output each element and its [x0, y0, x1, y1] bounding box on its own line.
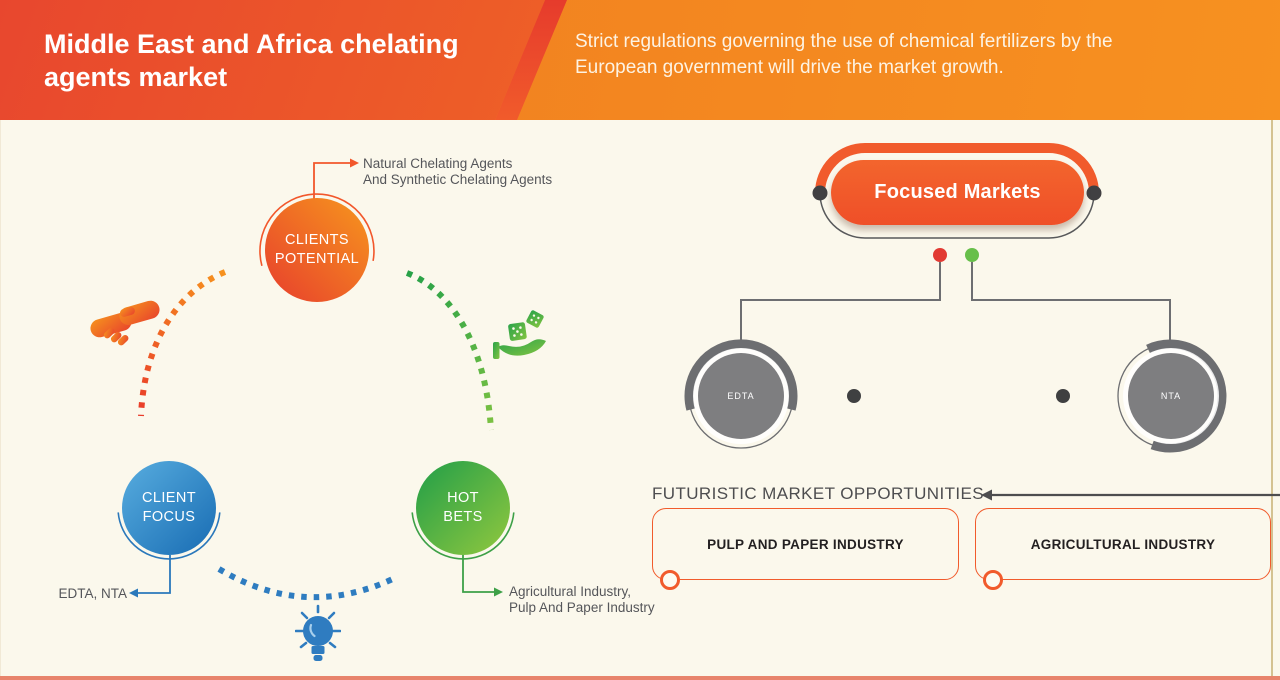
capsule-left-dot	[812, 185, 828, 201]
dice-hand-icon	[493, 310, 546, 359]
client-focus-arrowhead	[129, 588, 138, 598]
mid-dot-left	[847, 389, 861, 403]
edta-branch-line	[740, 262, 941, 342]
opportunity-corner-ring-1	[660, 570, 680, 590]
lightbulb-icon	[295, 604, 341, 661]
hot-bets-label: HOT BETS	[443, 490, 483, 525]
client-focus-connector	[138, 555, 171, 594]
opportunity-corner-ring-2	[983, 570, 1003, 590]
client-focus-label: CLIENT FOCUS	[142, 490, 196, 525]
hot-bets-connector	[462, 555, 494, 593]
nta-thick-arc	[1146, 339, 1227, 453]
diagram-canvas: CLIENTS POTENTIAL CLIENT FOCUS HOT BETS …	[0, 120, 1280, 676]
header-left-gradient	[0, 0, 545, 120]
client-focus-node: CLIENT FOCUS	[122, 461, 216, 555]
focused-markets-button: Focused Markets	[831, 160, 1084, 225]
capsule-right-dot	[1086, 185, 1102, 201]
hot-bets-node: HOT BETS	[416, 461, 510, 555]
blue-dotted-arc	[217, 566, 399, 601]
hot-bets-annotation: Agricultural Industry, Pulp And Paper In…	[509, 584, 655, 615]
opportunity-box-agricultural: AGRICULTURAL INDUSTRY	[975, 508, 1271, 580]
green-branch-dot	[965, 248, 979, 262]
page-subtitle: Strict regulations governing the use of …	[575, 31, 1113, 78]
nta-label: NTA	[1160, 390, 1182, 401]
opportunity-label: AGRICULTURAL INDUSTRY	[1030, 536, 1216, 552]
opportunity-label: PULP AND PAPER INDUSTRY	[707, 536, 904, 552]
clients-potential-connector	[313, 162, 350, 200]
edta-label: EDTA	[727, 390, 755, 401]
right-edge-line	[1271, 120, 1273, 676]
client-focus-ring	[117, 512, 221, 560]
nta-branch-line	[971, 262, 1171, 342]
client-focus-annotation: EDTA, NTA	[58, 586, 127, 601]
opportunity-box-pulp-paper: PULP AND PAPER INDUSTRY	[652, 508, 959, 580]
edta-node: EDTA	[698, 353, 784, 439]
clients-potential-node: CLIENTS POTENTIAL	[265, 198, 369, 302]
hot-bets-arrowhead	[494, 587, 503, 597]
capsule-ring-bottom	[819, 192, 1095, 239]
page-title: Middle East and Africa chelating agents …	[44, 29, 459, 92]
opportunities-title: FUTURISTIC MARKET OPPORTUNITIES	[652, 484, 984, 503]
edta-thick-arc	[684, 339, 798, 411]
clients-potential-label: CLIENTS POTENTIAL	[274, 232, 360, 267]
focused-markets-label: Focused Markets	[874, 181, 1041, 203]
nta-node: NTA	[1128, 353, 1214, 439]
capsule-ring-top	[815, 143, 1099, 194]
red-branch-dot	[933, 248, 947, 262]
header-banner: Middle East and Africa chelating agents …	[0, 0, 1280, 120]
clients-potential-annotation: Natural Chelating Agents And Synthetic C…	[363, 156, 553, 187]
clients-potential-arrowhead	[350, 158, 359, 168]
green-dotted-arc	[405, 270, 494, 431]
opportunities-arrowhead	[981, 489, 992, 501]
handshake-icon	[90, 300, 160, 346]
connector-layer	[117, 143, 1280, 601]
mid-dot-right	[1056, 389, 1070, 403]
orange-dotted-arc	[138, 269, 227, 417]
